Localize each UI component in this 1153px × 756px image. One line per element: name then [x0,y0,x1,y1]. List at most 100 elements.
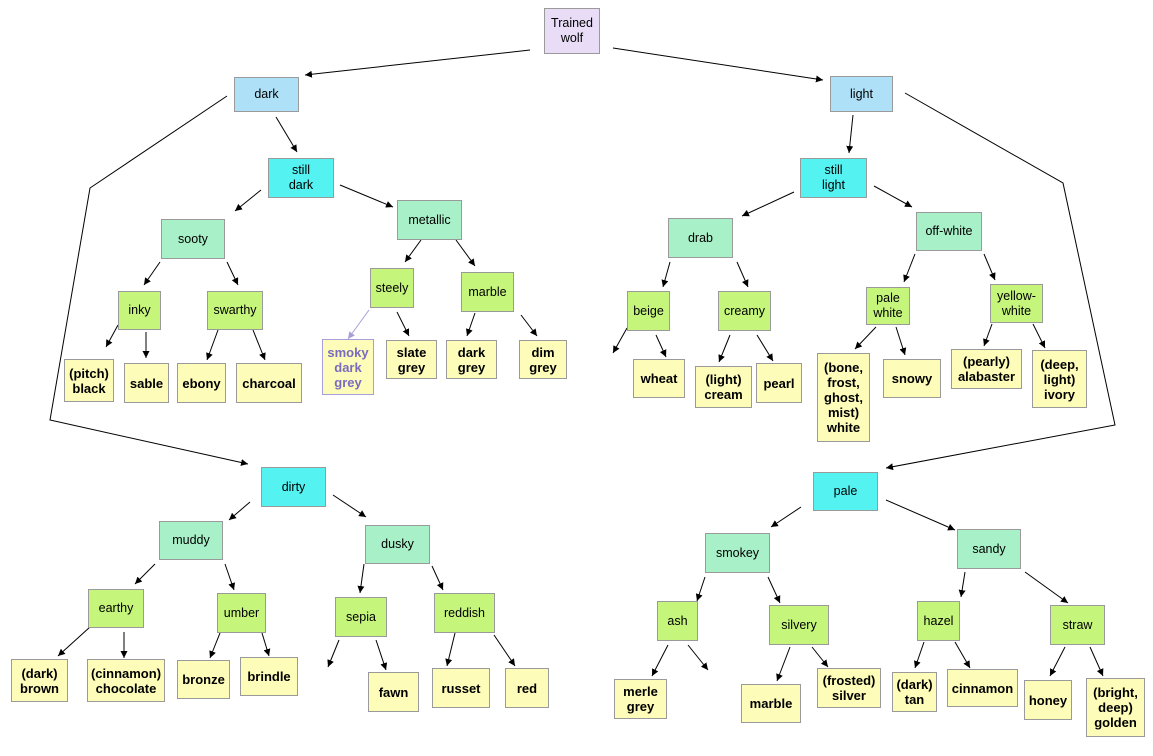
leaf-pearly-alabaster: (pearly) alabaster [951,349,1022,389]
node-silvery: silvery [769,605,829,645]
leaf-bright-deep-golden: (bright, deep) golden [1086,678,1145,737]
leaf-dim-grey: dim grey [519,340,567,379]
node-trained-wolf: Trained wolf [544,8,600,54]
leaf-dark-grey: dark grey [446,340,497,379]
edge-sepia-empty [327,639,340,668]
node-beige: beige [627,291,670,331]
edge-sooty-inky [143,261,161,286]
edge-sooty-swarthy [226,261,239,286]
node-swarthy: swarthy [207,291,263,330]
leaf-white: (bone, frost, ghost, mist) white [817,353,870,442]
edge-metallic-marble [455,239,476,267]
node-earthy: earthy [88,589,144,628]
edge-light-stilllight [846,114,854,154]
node-pale: pale [813,472,878,511]
edge-ash-empty [687,644,709,671]
leaf-russet: russet [432,668,490,708]
edge-dusky-reddish [431,565,444,591]
edge-root-light [612,47,824,83]
leaf-deep-light-ivory: (deep, light) ivory [1032,350,1087,408]
edge-ash-merlegrey [651,644,669,677]
edge-creamy-lightcream [718,334,731,363]
edge-dirty-muddy [228,501,251,521]
edge-stilllight-drab [741,191,795,217]
edge-stilldark-metallic [339,184,394,208]
edge-marble-dimgrey [520,314,538,337]
edge-palewhite-white [854,326,877,350]
edge-sandy-hazel [958,571,966,598]
leaf-slate-grey: slate grey [386,340,437,379]
node-dirty: dirty [261,467,326,507]
edge-straw-honey [1049,646,1066,677]
edge-drab-beige [661,261,671,288]
leaf-brindle: brindle [240,657,298,696]
node-yellow-white: yellow- white [990,284,1043,323]
edge-reddish-red [493,634,516,667]
edge-steely-smokydarkgrey [347,309,370,340]
node-metallic: metallic [397,200,462,240]
edge-stilllight-offwhite [873,185,913,208]
edge-hazel-darktan [913,641,925,669]
edge-steely-slategrey [396,311,410,337]
edge-pale-smokey [770,506,802,528]
edge-dusky-sepia [357,563,365,594]
leaf-pearl: pearl [756,363,802,403]
edge-silvery-marble [776,646,791,682]
edge-umber-bronze [209,632,221,659]
node-off-white: off-white [916,212,982,251]
edge-creamy-pearl [756,334,774,362]
edge-umber-brindle [261,632,271,657]
edge-inky-pitchblack [105,324,119,348]
leaf-merle-grey: merle grey [614,679,667,719]
edge-earthy-darkbrown [57,626,91,657]
edge-hazel-cinnamon [954,641,971,669]
leaf-wheat: wheat [633,359,685,398]
node-marble-dark: marble [461,272,514,312]
node-still-dark: still dark [268,158,334,198]
node-smokey: smokey [705,533,770,573]
node-muddy: muddy [159,521,223,560]
edge-beige-wheat [655,334,667,358]
node-sandy: sandy [957,529,1021,569]
edge-dark-dirty [49,95,249,466]
edge-smokey-ash [695,576,706,602]
edge-sepia-fawn [375,639,388,671]
leaf-snowy: snowy [883,359,941,398]
node-dark: dark [234,77,299,112]
leaf-red: red [505,668,549,708]
leaf-sable: sable [124,363,169,403]
node-sooty: sooty [161,219,225,259]
leaf-charcoal: charcoal [236,363,302,403]
node-ash: ash [657,601,698,641]
edge-root-dark [304,49,531,78]
edge-dirty-dusky [332,494,367,518]
edge-swarthy-charcoal [252,329,266,361]
leaf-honey: honey [1024,680,1072,720]
edge-stilldark-sooty [234,189,262,212]
leaf-cinnamon-chocolate: (cinnamon) chocolate [87,659,165,702]
node-creamy: creamy [718,291,771,331]
leaf-smoky-dark-grey: smoky dark grey [322,339,374,395]
node-light: light [830,76,893,112]
edge-drab-creamy [736,261,749,288]
edge-metallic-steely [404,239,422,263]
leaf-ebony: ebony [177,363,226,403]
leaf-pitch-black: (pitch) black [64,359,114,402]
node-still-light: still light [800,158,867,198]
edge-sandy-straw [1024,571,1069,604]
node-pale-white: pale white [866,287,910,325]
edge-light-pale [885,92,1116,471]
node-drab: drab [668,218,733,258]
node-steely: steely [370,268,414,308]
edge-muddy-umber [224,563,236,591]
edge-palewhite-snowy [895,326,907,356]
leaf-fawn: fawn [368,672,419,712]
node-dusky: dusky [365,525,430,564]
edge-beige-empty [612,327,628,354]
leaf-marble-light: marble [741,684,801,723]
node-hazel: hazel [917,601,960,641]
edge-offwhite-palewhite [903,253,916,283]
leaf-dark-brown: (dark) brown [11,659,68,702]
leaf-frosted-silver: (frosted) silver [817,668,881,708]
edge-yellowwhite-alabaster [983,323,993,347]
